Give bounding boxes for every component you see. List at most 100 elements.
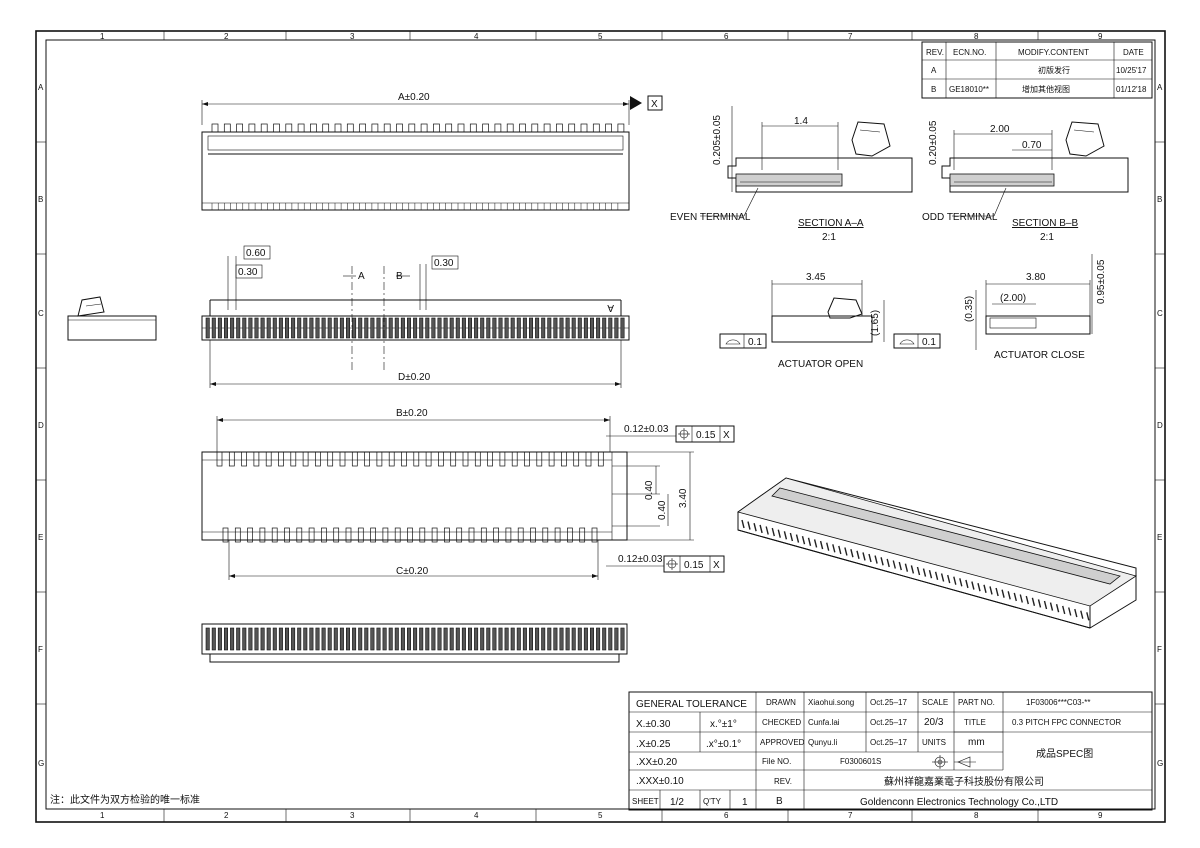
pin bbox=[443, 317, 448, 339]
col-label: 1 bbox=[100, 32, 105, 41]
pin bbox=[614, 317, 619, 339]
section-a-view: 0.205±0.05 1.4 EVEN TERMINAL SECTION A–A… bbox=[670, 106, 913, 243]
dim-060: 0.60 bbox=[246, 248, 266, 259]
pin bbox=[561, 451, 567, 467]
pin bbox=[898, 561, 902, 571]
row-label: B bbox=[38, 195, 43, 204]
row-label: F bbox=[38, 645, 43, 654]
pin bbox=[519, 123, 526, 133]
back-view bbox=[201, 623, 628, 663]
pin bbox=[211, 123, 219, 133]
pin bbox=[383, 123, 391, 133]
section-b-view: 0.20±0.05 2.00 0.70 ODD TERMINAL SECTION… bbox=[922, 120, 1129, 243]
side-view bbox=[67, 296, 157, 341]
pin bbox=[486, 317, 491, 339]
section-b-dim-w: 2.00 bbox=[990, 124, 1010, 135]
pin bbox=[334, 123, 342, 133]
front-view: A 0.60 0.30 0.30 A B D±0.20 bbox=[201, 245, 630, 388]
col-label: 4 bbox=[474, 811, 479, 820]
pin bbox=[382, 627, 387, 651]
pin bbox=[303, 627, 308, 651]
pin bbox=[419, 627, 424, 651]
pin bbox=[236, 317, 241, 339]
pin bbox=[583, 627, 588, 651]
col-label: 3 bbox=[350, 32, 355, 41]
tb-part-label: PART NO. bbox=[958, 698, 995, 707]
pin bbox=[795, 534, 800, 543]
pin bbox=[230, 317, 235, 339]
pin bbox=[260, 317, 265, 339]
tb-units-value: mm bbox=[968, 737, 985, 748]
pin bbox=[284, 527, 290, 543]
section-b-terminal: ODD TERMINAL bbox=[922, 212, 998, 223]
pos-tol-ref-top: X bbox=[723, 430, 730, 441]
pin bbox=[394, 317, 399, 339]
pin bbox=[922, 568, 927, 577]
pin bbox=[371, 123, 379, 133]
pin bbox=[498, 317, 503, 339]
pin bbox=[400, 317, 405, 339]
pin bbox=[413, 627, 418, 651]
rev-row-date: 10/25'17 bbox=[1116, 66, 1147, 75]
tb-tol-xx: .X±0.25 bbox=[636, 739, 671, 750]
pin bbox=[253, 451, 260, 467]
pin bbox=[222, 527, 229, 543]
pin bbox=[971, 581, 975, 590]
row-label: A bbox=[1157, 83, 1163, 92]
pin bbox=[248, 123, 256, 133]
tb-company-cn: 蘇州祥龍嘉業電子科技股份有限公司 bbox=[884, 775, 1044, 788]
pin bbox=[499, 451, 506, 467]
pin bbox=[516, 317, 521, 339]
pin bbox=[541, 317, 546, 339]
pin bbox=[511, 451, 518, 467]
pin bbox=[504, 317, 509, 339]
actuator-close-dim-w2: (2.00) bbox=[1000, 293, 1026, 304]
pin bbox=[236, 627, 241, 651]
pin bbox=[370, 627, 375, 651]
pin bbox=[278, 451, 284, 467]
col-label: 4 bbox=[474, 32, 479, 41]
pin bbox=[450, 451, 457, 467]
pin bbox=[571, 627, 576, 651]
pin bbox=[456, 527, 463, 543]
actuator-open-flat-r: 0.1 bbox=[922, 337, 936, 348]
row-label: E bbox=[38, 533, 43, 542]
pin bbox=[1019, 594, 1023, 603]
pin bbox=[777, 529, 781, 538]
pin bbox=[482, 123, 489, 133]
pin bbox=[443, 627, 448, 651]
actuator-close-dim-w: 3.80 bbox=[1026, 272, 1046, 283]
pin bbox=[425, 317, 430, 339]
pin bbox=[216, 451, 223, 467]
pin bbox=[291, 317, 296, 339]
pin bbox=[339, 627, 344, 651]
actuator-close-caption: ACTUATOR CLOSE bbox=[994, 350, 1085, 361]
pin bbox=[567, 527, 573, 543]
pin bbox=[254, 627, 259, 651]
pin bbox=[953, 576, 957, 585]
pin bbox=[516, 627, 521, 651]
pin bbox=[260, 627, 265, 651]
pin bbox=[531, 123, 539, 133]
pin bbox=[431, 627, 436, 651]
isometric-pins bbox=[741, 519, 1090, 621]
pin bbox=[303, 317, 308, 339]
pin bbox=[862, 552, 866, 561]
pin bbox=[449, 317, 454, 339]
pin bbox=[498, 627, 503, 651]
pin bbox=[339, 317, 344, 339]
pin bbox=[535, 317, 540, 339]
pin bbox=[568, 123, 576, 133]
pin bbox=[364, 627, 369, 651]
pin bbox=[357, 527, 364, 543]
col-label: 8 bbox=[974, 32, 979, 41]
section-b-title: SECTION B–B bbox=[1012, 218, 1078, 229]
tb-company-en: Goldenconn Electronics Technology Co.,LT… bbox=[860, 797, 1058, 808]
pin bbox=[1068, 607, 1072, 616]
tb-part-no: 1F03006***C03-** bbox=[1026, 698, 1091, 707]
pin bbox=[602, 627, 607, 651]
pin bbox=[265, 451, 272, 467]
tb-general-tolerance: GENERAL TOLERANCE bbox=[636, 699, 747, 710]
pin bbox=[1037, 599, 1042, 608]
tb-rev-label: REV. bbox=[774, 777, 792, 786]
